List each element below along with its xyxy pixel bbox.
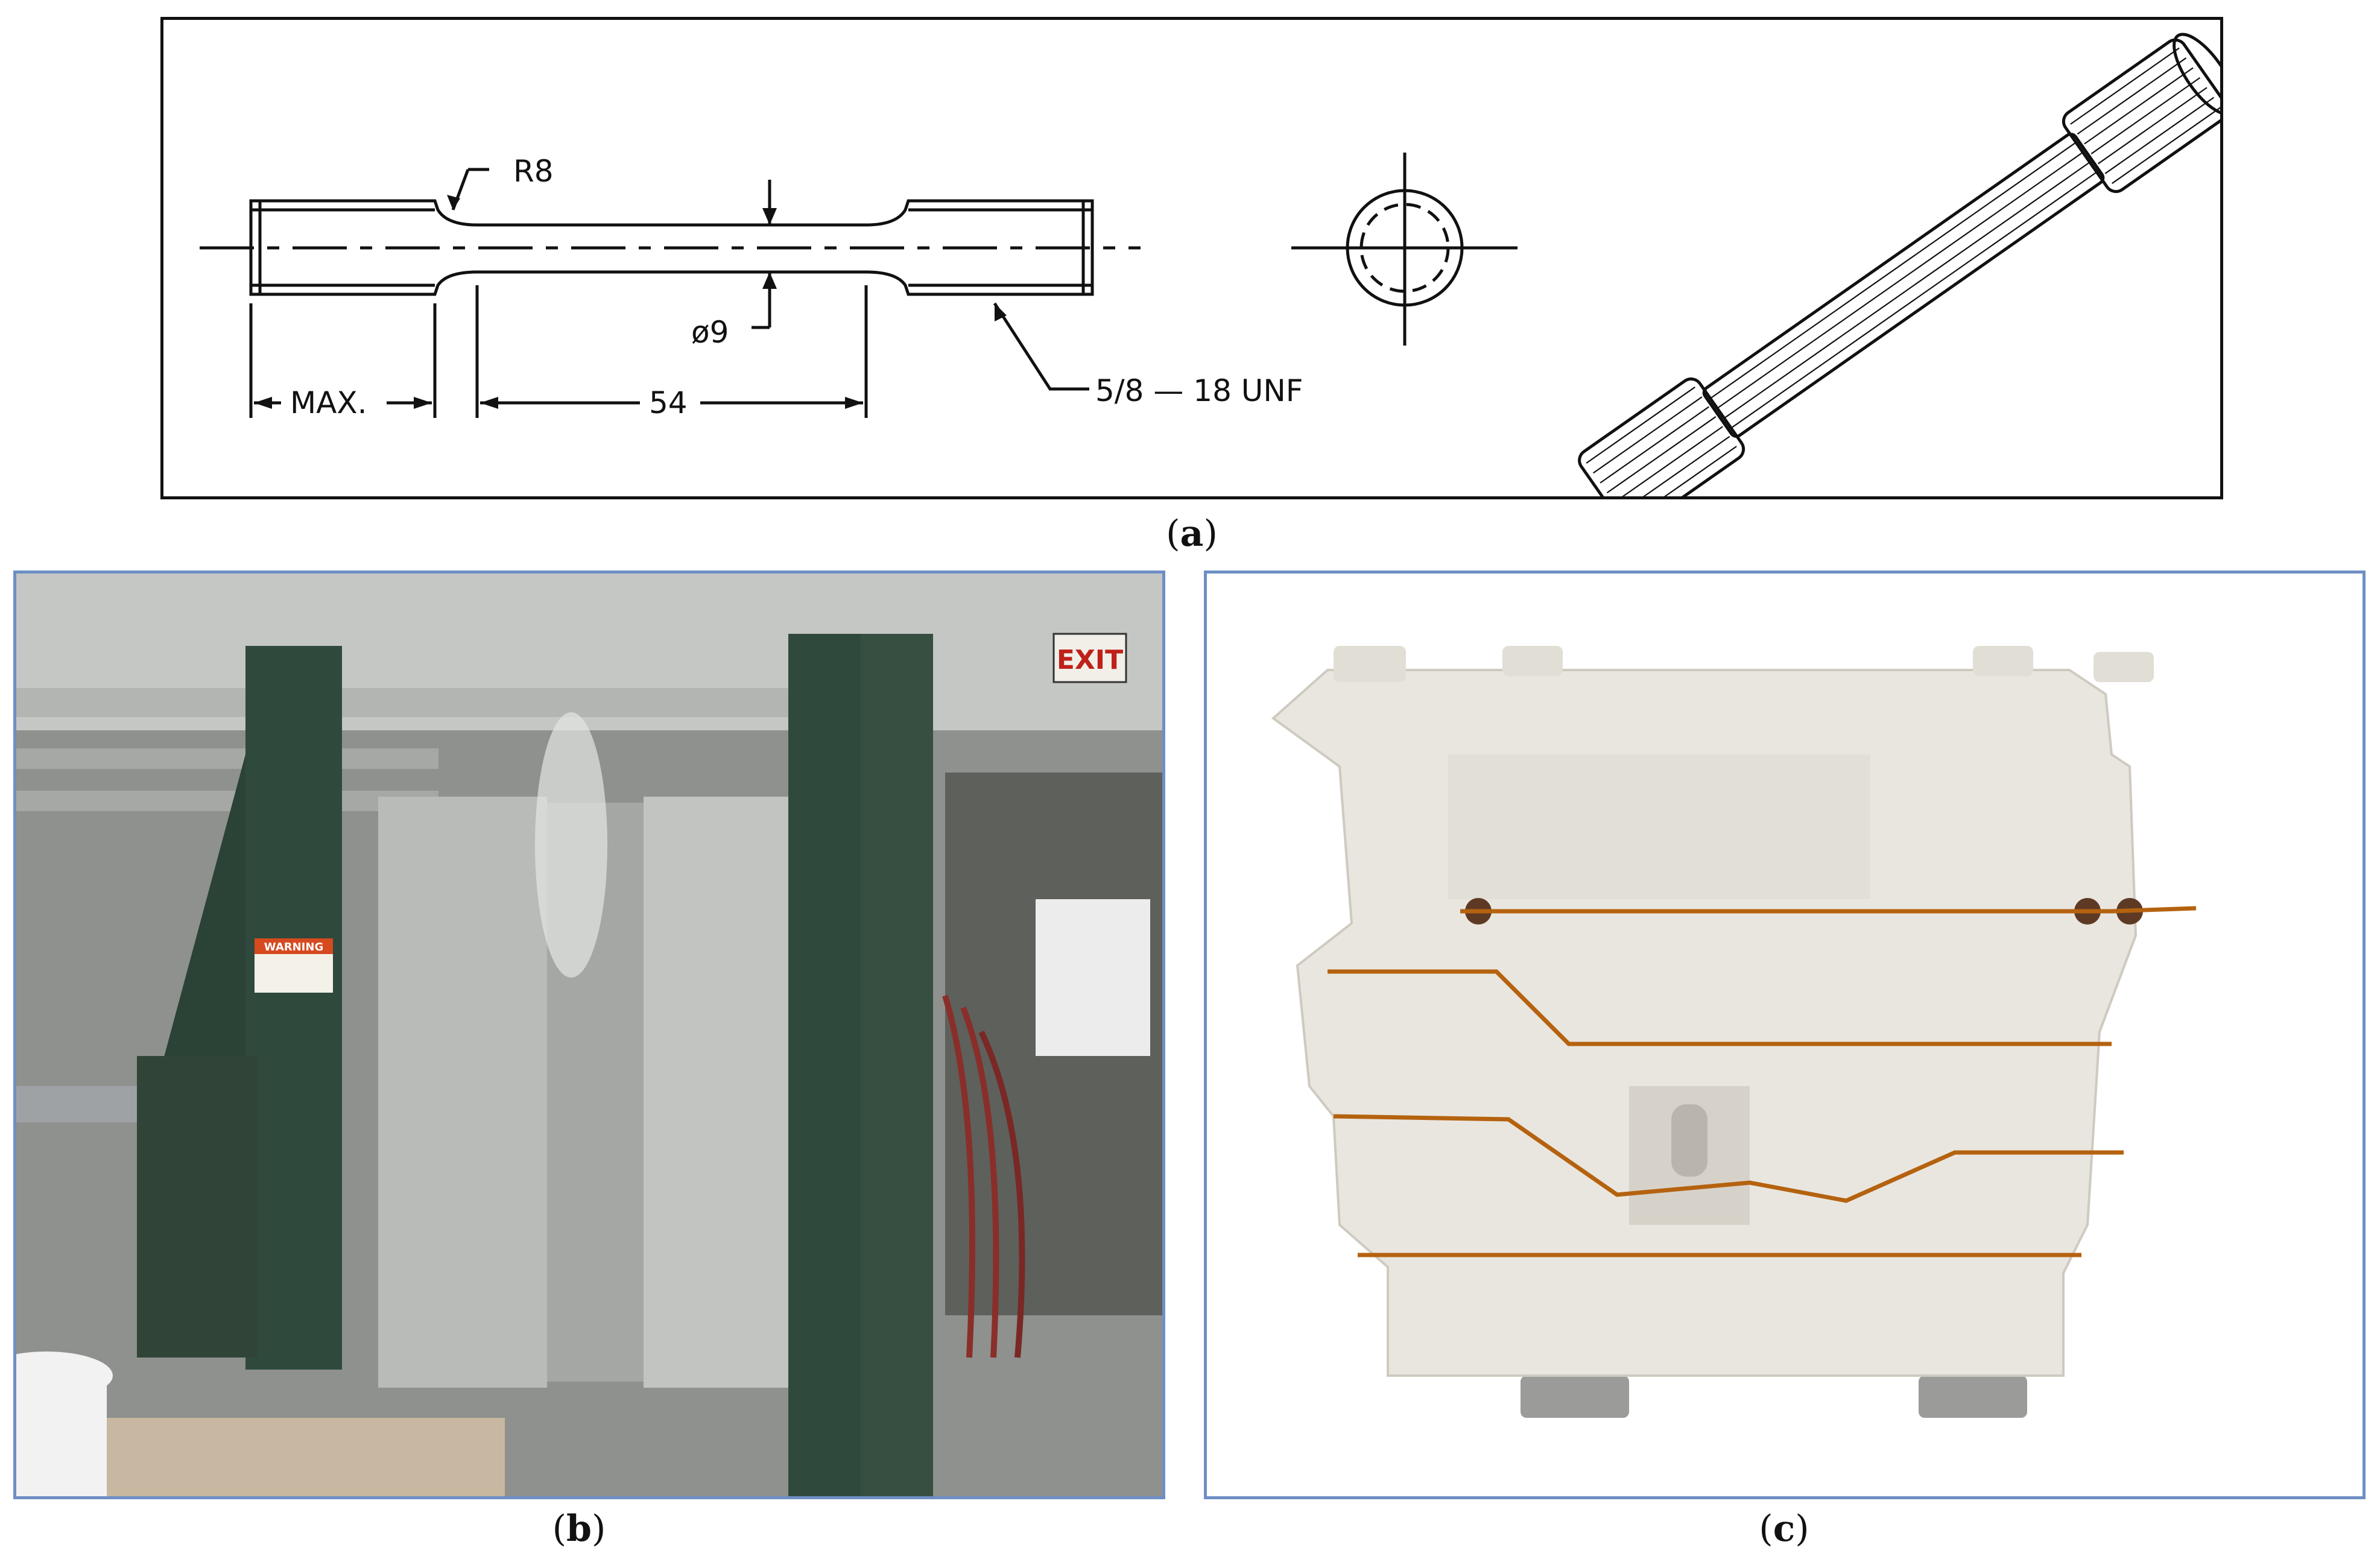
specimen-outline bbox=[249, 199, 1094, 296]
diameter-label: ø9 bbox=[691, 315, 729, 350]
foam-pattern-illustration bbox=[1271, 646, 2197, 1418]
glue-lines bbox=[1328, 906, 2197, 1257]
radius-label: R8 bbox=[513, 154, 554, 189]
casting-machine-illustration: EXIT WARNING bbox=[16, 574, 1162, 1496]
max-label: MAX. bbox=[290, 385, 367, 420]
thread-label: 5/8 — 18 UNF bbox=[1095, 373, 1303, 408]
panel-c-foam-pattern-photo bbox=[1204, 571, 2366, 1499]
tensile-specimen-drawing: R8 ø9 MAX. 54 5/8 — 18 UNF bbox=[200, 33, 2238, 533]
panel-b-casting-machine-photo: EXIT WARNING bbox=[13, 571, 1165, 1499]
caption-c: (c) bbox=[1759, 1508, 1809, 1550]
panel-a-technical-drawing: R8 ø9 MAX. 54 5/8 — 18 UNF bbox=[160, 17, 2238, 533]
caption-b: (b) bbox=[552, 1508, 606, 1550]
exit-sign-text: EXIT bbox=[1057, 645, 1123, 675]
caption-a: (a) bbox=[1166, 513, 1218, 555]
warning-sticker-text: WARNING bbox=[264, 941, 323, 953]
isometric-specimen bbox=[1578, 33, 2238, 533]
gauge-length-label: 54 bbox=[649, 385, 688, 420]
